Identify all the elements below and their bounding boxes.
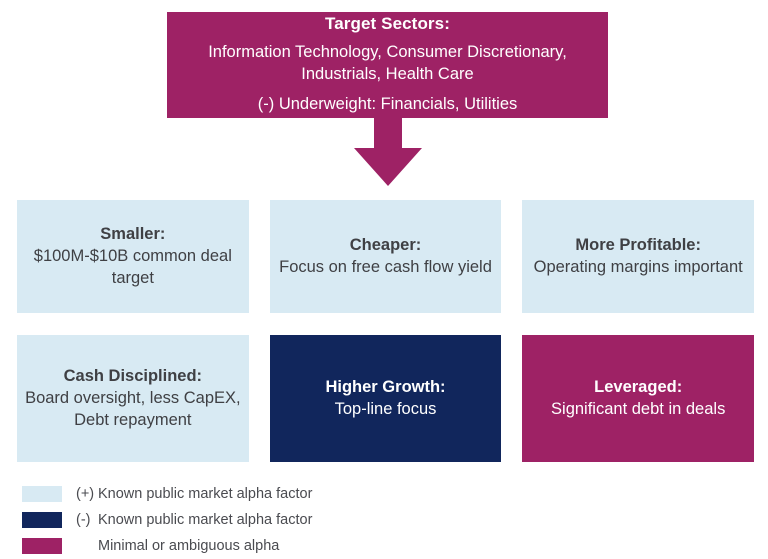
- cell-leveraged[interactable]: Leveraged: Significant debt in deals: [522, 335, 755, 462]
- target-sectors-banner: Target Sectors: Information Technology, …: [167, 12, 608, 118]
- attributes-grid: Smaller: $100M-$10B common deal target C…: [17, 200, 755, 462]
- legend-sign: (-): [76, 512, 91, 528]
- cell-higher-growth[interactable]: Higher Growth: Top-line focus: [269, 335, 502, 462]
- attributes-row-2: Cash Disciplined: Board oversight, less …: [17, 335, 755, 462]
- attributes-row-1: Smaller: $100M-$10B common deal target C…: [17, 200, 755, 313]
- legend-swatch-light-blue: [22, 486, 62, 502]
- legend: (+) Known public market alpha factor (-)…: [22, 481, 522, 559]
- down-arrow-icon: [343, 118, 433, 190]
- legend-swatch-magenta: [22, 538, 62, 554]
- legend-item-minimal-alpha: Minimal or ambiguous alpha: [22, 533, 522, 559]
- cell-title: Higher Growth:: [325, 377, 446, 396]
- cell-body: Top-line focus: [334, 400, 437, 418]
- legend-label: Known public market alpha factor: [98, 512, 313, 528]
- cell-more-profitable[interactable]: More Profitable: Operating margins impor…: [522, 200, 755, 313]
- cell-smaller[interactable]: Smaller: $100M-$10B common deal target: [17, 200, 249, 313]
- legend-label: Minimal or ambiguous alpha: [98, 538, 280, 554]
- cell-cheaper[interactable]: Cheaper: Focus on free cash flow yield: [269, 200, 502, 313]
- cell-body: Significant debt in deals: [551, 400, 726, 418]
- cell-body: Board oversight, less CapEX, Debt repaym…: [25, 389, 241, 429]
- cell-body: $100M-$10B common deal target: [33, 247, 232, 287]
- cell-title: Leveraged:: [594, 377, 683, 396]
- legend-item-negative-alpha: (-) Known public market alpha factor: [22, 507, 522, 533]
- cell-title: Cash Disciplined:: [63, 366, 203, 385]
- cell-body: Operating margins important: [533, 258, 743, 276]
- banner-title: Target Sectors:: [325, 14, 450, 34]
- cell-title: More Profitable:: [575, 235, 701, 254]
- legend-sign: (+): [76, 486, 95, 502]
- cell-body: Focus on free cash flow yield: [279, 258, 492, 276]
- banner-underweight-text: (-) Underweight: Financials, Utilities: [257, 94, 518, 113]
- legend-item-positive-alpha: (+) Known public market alpha factor: [22, 481, 522, 507]
- cell-title: Smaller:: [100, 224, 166, 243]
- cell-title: Cheaper:: [349, 235, 422, 254]
- legend-swatch-navy: [22, 512, 62, 528]
- legend-label: Known public market alpha factor: [98, 486, 313, 502]
- banner-sectors-text: Information Technology, Consumer Discret…: [208, 43, 567, 84]
- cell-cash-disciplined[interactable]: Cash Disciplined: Board oversight, less …: [17, 335, 249, 462]
